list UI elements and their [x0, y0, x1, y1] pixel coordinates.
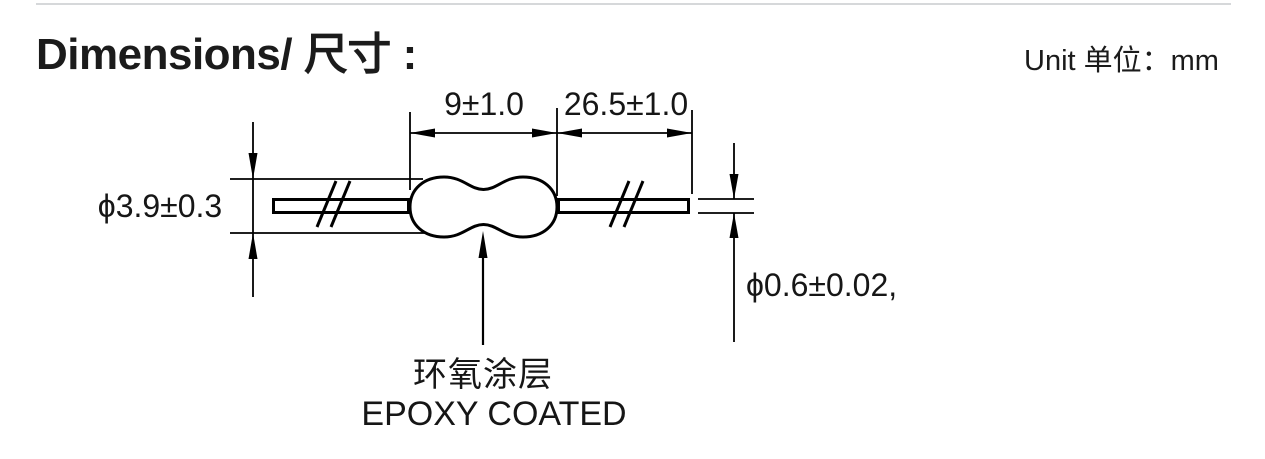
lead-diameter-dimension-label: ϕ0.6±0.02, [746, 267, 898, 303]
epoxy-pointer-arrow [478, 231, 488, 345]
top-extension-lines [409, 108, 693, 196]
lead-length-dimension-label: 26.5±1.0 [563, 86, 689, 122]
arrow-up-icon [248, 233, 258, 259]
left-lead-break-icon [315, 180, 352, 228]
arrow-left-icon [557, 128, 582, 138]
right-lead-break-icon [608, 180, 645, 228]
arrow-right-icon [667, 128, 692, 138]
body-diameter-dimension [230, 122, 426, 297]
arrow-right-icon [532, 128, 557, 138]
arrow-down-icon [729, 174, 739, 199]
epoxy-coating-label-chinese: 环氧涂层 [413, 355, 553, 395]
bead-body-outline [408, 175, 559, 239]
page-title: Dimensions/ 尺寸 : [36, 30, 417, 79]
body-length-dimension-label: 9±1.0 [444, 86, 524, 122]
arrow-down-icon [248, 153, 258, 179]
header-divider [36, 3, 1231, 5]
body-diameter-dimension-label: ϕ3.9±0.3 [97, 188, 223, 224]
epoxy-coating-label-english: EPOXY COATED [361, 395, 627, 433]
unit-label: Unit 单位：mm [1024, 45, 1219, 77]
arrow-up-icon [478, 231, 488, 258]
right-lead-wire [557, 198, 690, 214]
length-dimension-arrows [410, 128, 692, 138]
lead-diameter-dimension [698, 143, 754, 342]
arrow-left-icon [410, 128, 435, 138]
arrow-up-icon [729, 213, 739, 238]
